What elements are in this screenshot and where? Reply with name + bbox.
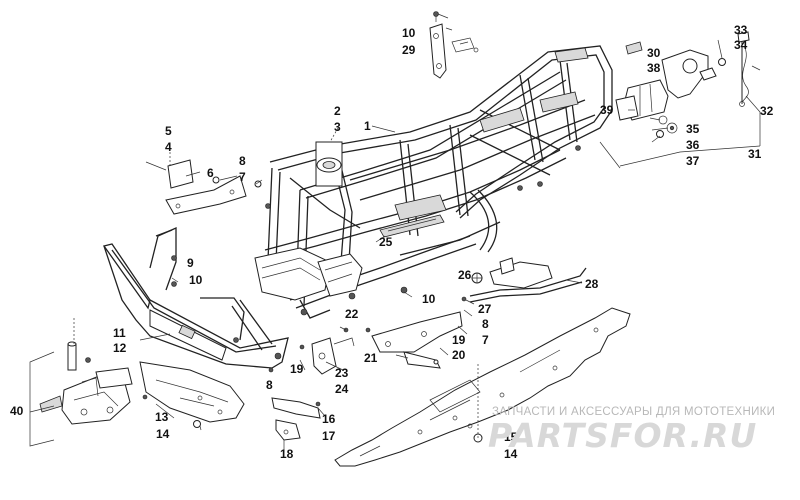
callout-30: 30 <box>647 46 661 60</box>
bracket-29 <box>429 11 479 79</box>
callout-14-left: 14 <box>156 427 170 441</box>
callout-19-left: 19 <box>290 362 304 376</box>
callout-20: 20 <box>452 348 466 362</box>
nut-10 <box>171 281 177 287</box>
callout-26: 26 <box>458 268 472 282</box>
callout-10-left: 10 <box>189 273 203 287</box>
callout-39: 39 <box>600 103 614 117</box>
watermark-tagline: ЗАПЧАСТИ И АКСЕССУАРЫ ДЛЯ МОТОТЕХНИКИ <box>492 406 776 418</box>
callout-7-right: 7 <box>482 333 489 347</box>
callout-27: 27 <box>478 302 492 316</box>
callout-19-right: 19 <box>452 333 466 347</box>
small-brackets-16-18 <box>271 397 321 441</box>
washer-14 <box>193 420 201 428</box>
left-brackets <box>145 159 271 215</box>
callout-8-left: 8 <box>239 154 246 168</box>
hitch-assembly <box>615 31 750 138</box>
callout-1: 1 <box>364 119 371 133</box>
bolt-19-left <box>268 367 274 373</box>
callout-33: 33 <box>734 23 748 37</box>
callout-31: 31 <box>748 147 762 161</box>
bolt-13 <box>142 394 148 400</box>
callout-10-top: 10 <box>402 26 416 40</box>
callout-24: 24 <box>335 382 349 396</box>
leader-lines <box>29 13 761 452</box>
callout-37: 37 <box>686 154 700 168</box>
callout-32: 32 <box>760 104 774 118</box>
brake-brackets <box>299 311 463 375</box>
callout-23: 23 <box>335 366 349 380</box>
callout-2: 2 <box>334 104 341 118</box>
callout-29: 29 <box>402 43 416 57</box>
callout-38: 38 <box>647 61 661 75</box>
callout-10-mid: 10 <box>422 292 436 306</box>
callout-14-right: 14 <box>504 447 518 461</box>
callout-11: 11 <box>113 326 126 340</box>
callout-21: 21 <box>364 351 378 365</box>
callout-9: 9 <box>187 256 194 270</box>
callout-7-left: 7 <box>239 170 246 184</box>
callout-22: 22 <box>345 307 359 321</box>
callout-13: 13 <box>155 410 169 424</box>
front-bumper <box>102 226 289 423</box>
rail-28 <box>461 257 587 303</box>
callout-3: 3 <box>334 120 341 134</box>
callout-34: 34 <box>734 38 748 52</box>
callout-6: 6 <box>207 166 214 180</box>
callout-5: 5 <box>165 124 172 138</box>
callout-28: 28 <box>585 277 599 291</box>
callout-36: 36 <box>686 138 700 152</box>
callout-35: 35 <box>686 122 700 136</box>
callout-8-right: 8 <box>482 317 489 331</box>
floor-pan <box>334 307 631 467</box>
callout-18: 18 <box>280 447 294 461</box>
watermark-logo: PARTSFOR.RU <box>488 416 758 455</box>
callout-16: 16 <box>322 412 336 426</box>
callout-40: 40 <box>10 404 24 418</box>
callout-4: 4 <box>165 140 172 154</box>
callout-8-lower: 8 <box>266 378 273 392</box>
callout-labels: 1 2 3 4 5 6 7 8 9 10 11 12 13 14 15 16 1… <box>10 23 774 461</box>
callout-17: 17 <box>322 429 336 443</box>
callout-15: 15 <box>504 430 518 444</box>
main-frame <box>254 45 613 319</box>
callout-25: 25 <box>379 235 393 249</box>
callout-12: 12 <box>113 341 127 355</box>
